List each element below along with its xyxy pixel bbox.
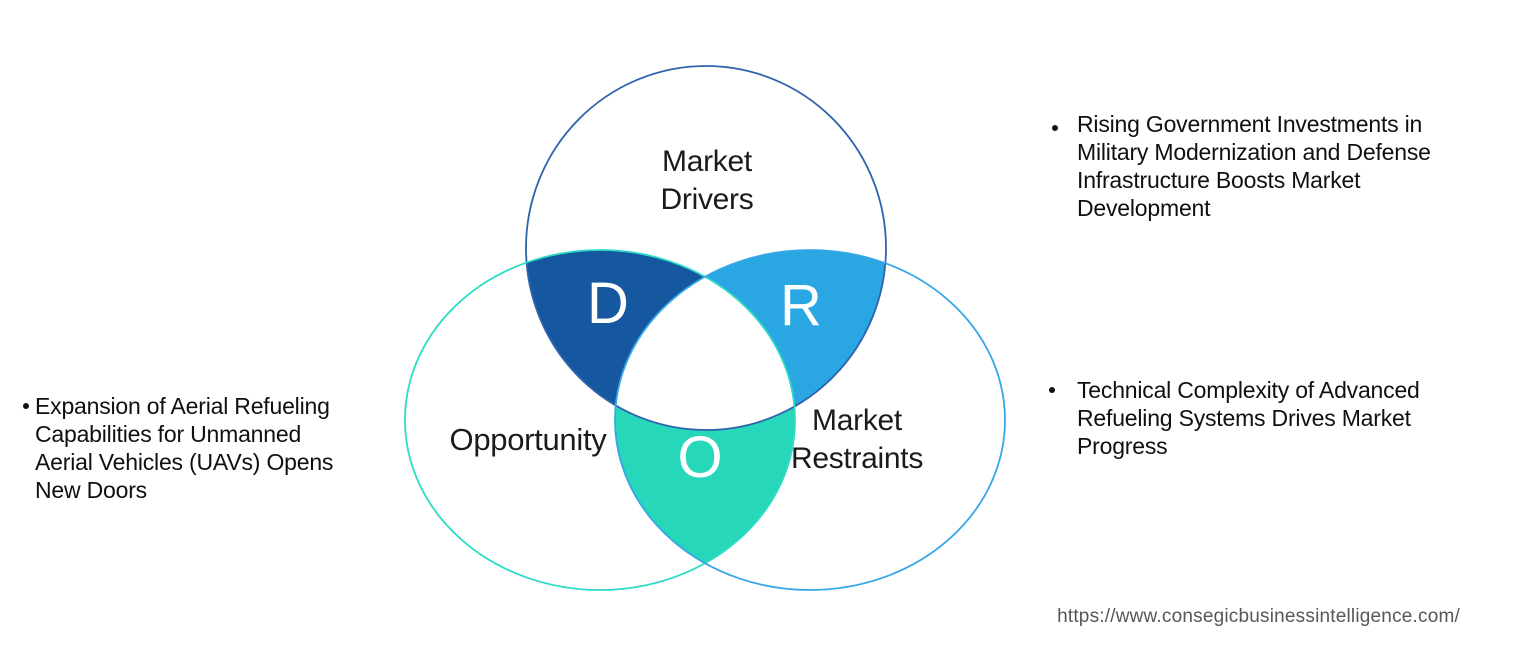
driver-bullet: Rising Government Investments in Militar… [1052,110,1482,222]
bullet-dot [1052,125,1058,131]
market-drivers-label: Market Drivers [660,145,754,216]
opportunity-label: Opportunity [449,422,607,457]
bullet-dot [1049,387,1055,393]
source-url: https://www.consegicbusinessintelligence… [1057,606,1460,627]
drivers-opportunity-overlap [526,250,795,430]
restraints-circle-outline [614,249,1006,591]
opportunity-lens-letter: O [677,425,723,490]
drivers-lens-letter: D [587,271,629,336]
opportunity-circle-outline [404,249,796,591]
driver-bullet-text: Rising Government Investments in Militar… [1077,111,1431,221]
restraints-lens-letter: R [780,273,822,338]
bullet-dot [23,403,29,409]
drivers-circle-outline [525,65,887,431]
restraint-bullet: Technical Complexity of Advanced Refueli… [1049,376,1479,460]
restraint-bullet-text: Technical Complexity of Advanced Refueli… [1077,377,1420,459]
opportunity-bullet-text: Expansion of Aerial Refueling Capabiliti… [35,393,334,503]
drivers-opportunity-overlap-group [526,250,795,430]
market-restraints-label: Market Restraints [790,404,924,475]
opportunity-bullet: Expansion of Aerial Refueling Capabiliti… [23,392,383,504]
